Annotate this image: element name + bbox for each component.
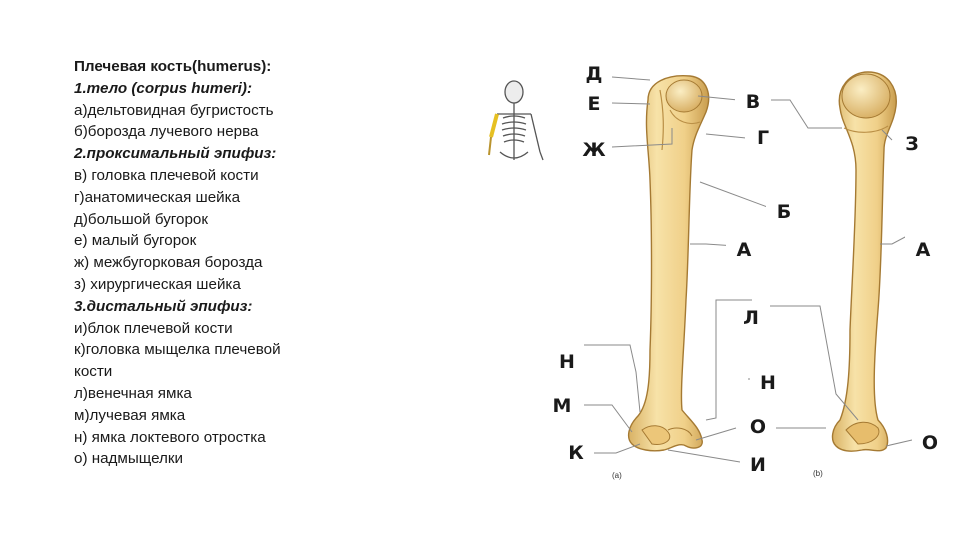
legend-line: 2.проксимальный эпифиз: (74, 145, 277, 163)
label-e: Е (576, 88, 612, 120)
legend-line: в) головка плечевой кости (74, 166, 259, 184)
label-d: Д (576, 58, 612, 90)
skeleton-icon (497, 80, 544, 161)
humerus-bone-anterior (627, 75, 710, 452)
label-z: З (894, 128, 930, 160)
legend-line: б)борозда лучевого нерва (74, 123, 259, 141)
label-i: И (740, 449, 776, 481)
label-n-left: Н (549, 346, 585, 378)
label-g: Г (745, 122, 781, 154)
legend-line: н) ямка локтевого отростка (74, 428, 266, 446)
legend-line: ж) межбугорковая борозда (74, 254, 263, 272)
legend-text-panel: Плечевая кость(humerus): 1.тело (corpus h… (74, 56, 344, 470)
legend-line: д)большой бугорок (74, 210, 208, 228)
legend-line: о) надмыщелки (74, 450, 184, 468)
legend-line: з) хирургическая шейка (74, 275, 241, 293)
legend-line: кости (74, 363, 113, 381)
caption-view-a: (a) (612, 471, 622, 480)
label-m: М (544, 390, 580, 422)
legend-line: 1.тело (corpus humeri): (74, 79, 253, 97)
humerus-bone-posterior (831, 71, 897, 452)
label-l: Л (733, 302, 769, 334)
legend-line: и)блок плечевой кости (74, 319, 233, 337)
legend-line: г)анатомическая шейка (74, 188, 241, 206)
label-k: К (558, 437, 594, 469)
legend-line: 3.дистальный эпифиз: (74, 297, 253, 315)
legend-line: е) малый бугорок (74, 232, 197, 250)
highlighted-humerus-icon (488, 113, 499, 156)
label-zh: Ж (576, 134, 612, 166)
label-o-right: О (912, 427, 948, 459)
legend-line: м)лучевая ямка (74, 406, 186, 424)
label-a-right: А (905, 234, 941, 266)
legend-line: л)венечная ямка (74, 384, 192, 402)
label-o-left: О (740, 411, 776, 443)
label-n-right: Н (750, 367, 786, 399)
legend-line: а)дельтовидная бугристость (74, 101, 274, 119)
legend-line: к)головка мыщелка плечевой (74, 341, 281, 359)
label-v: В (735, 86, 771, 118)
caption-view-b: (b) (813, 469, 823, 478)
legend-line: Плечевая кость(humerus): (74, 58, 272, 75)
label-a-left: А (726, 234, 762, 266)
label-b: Б (766, 196, 802, 228)
